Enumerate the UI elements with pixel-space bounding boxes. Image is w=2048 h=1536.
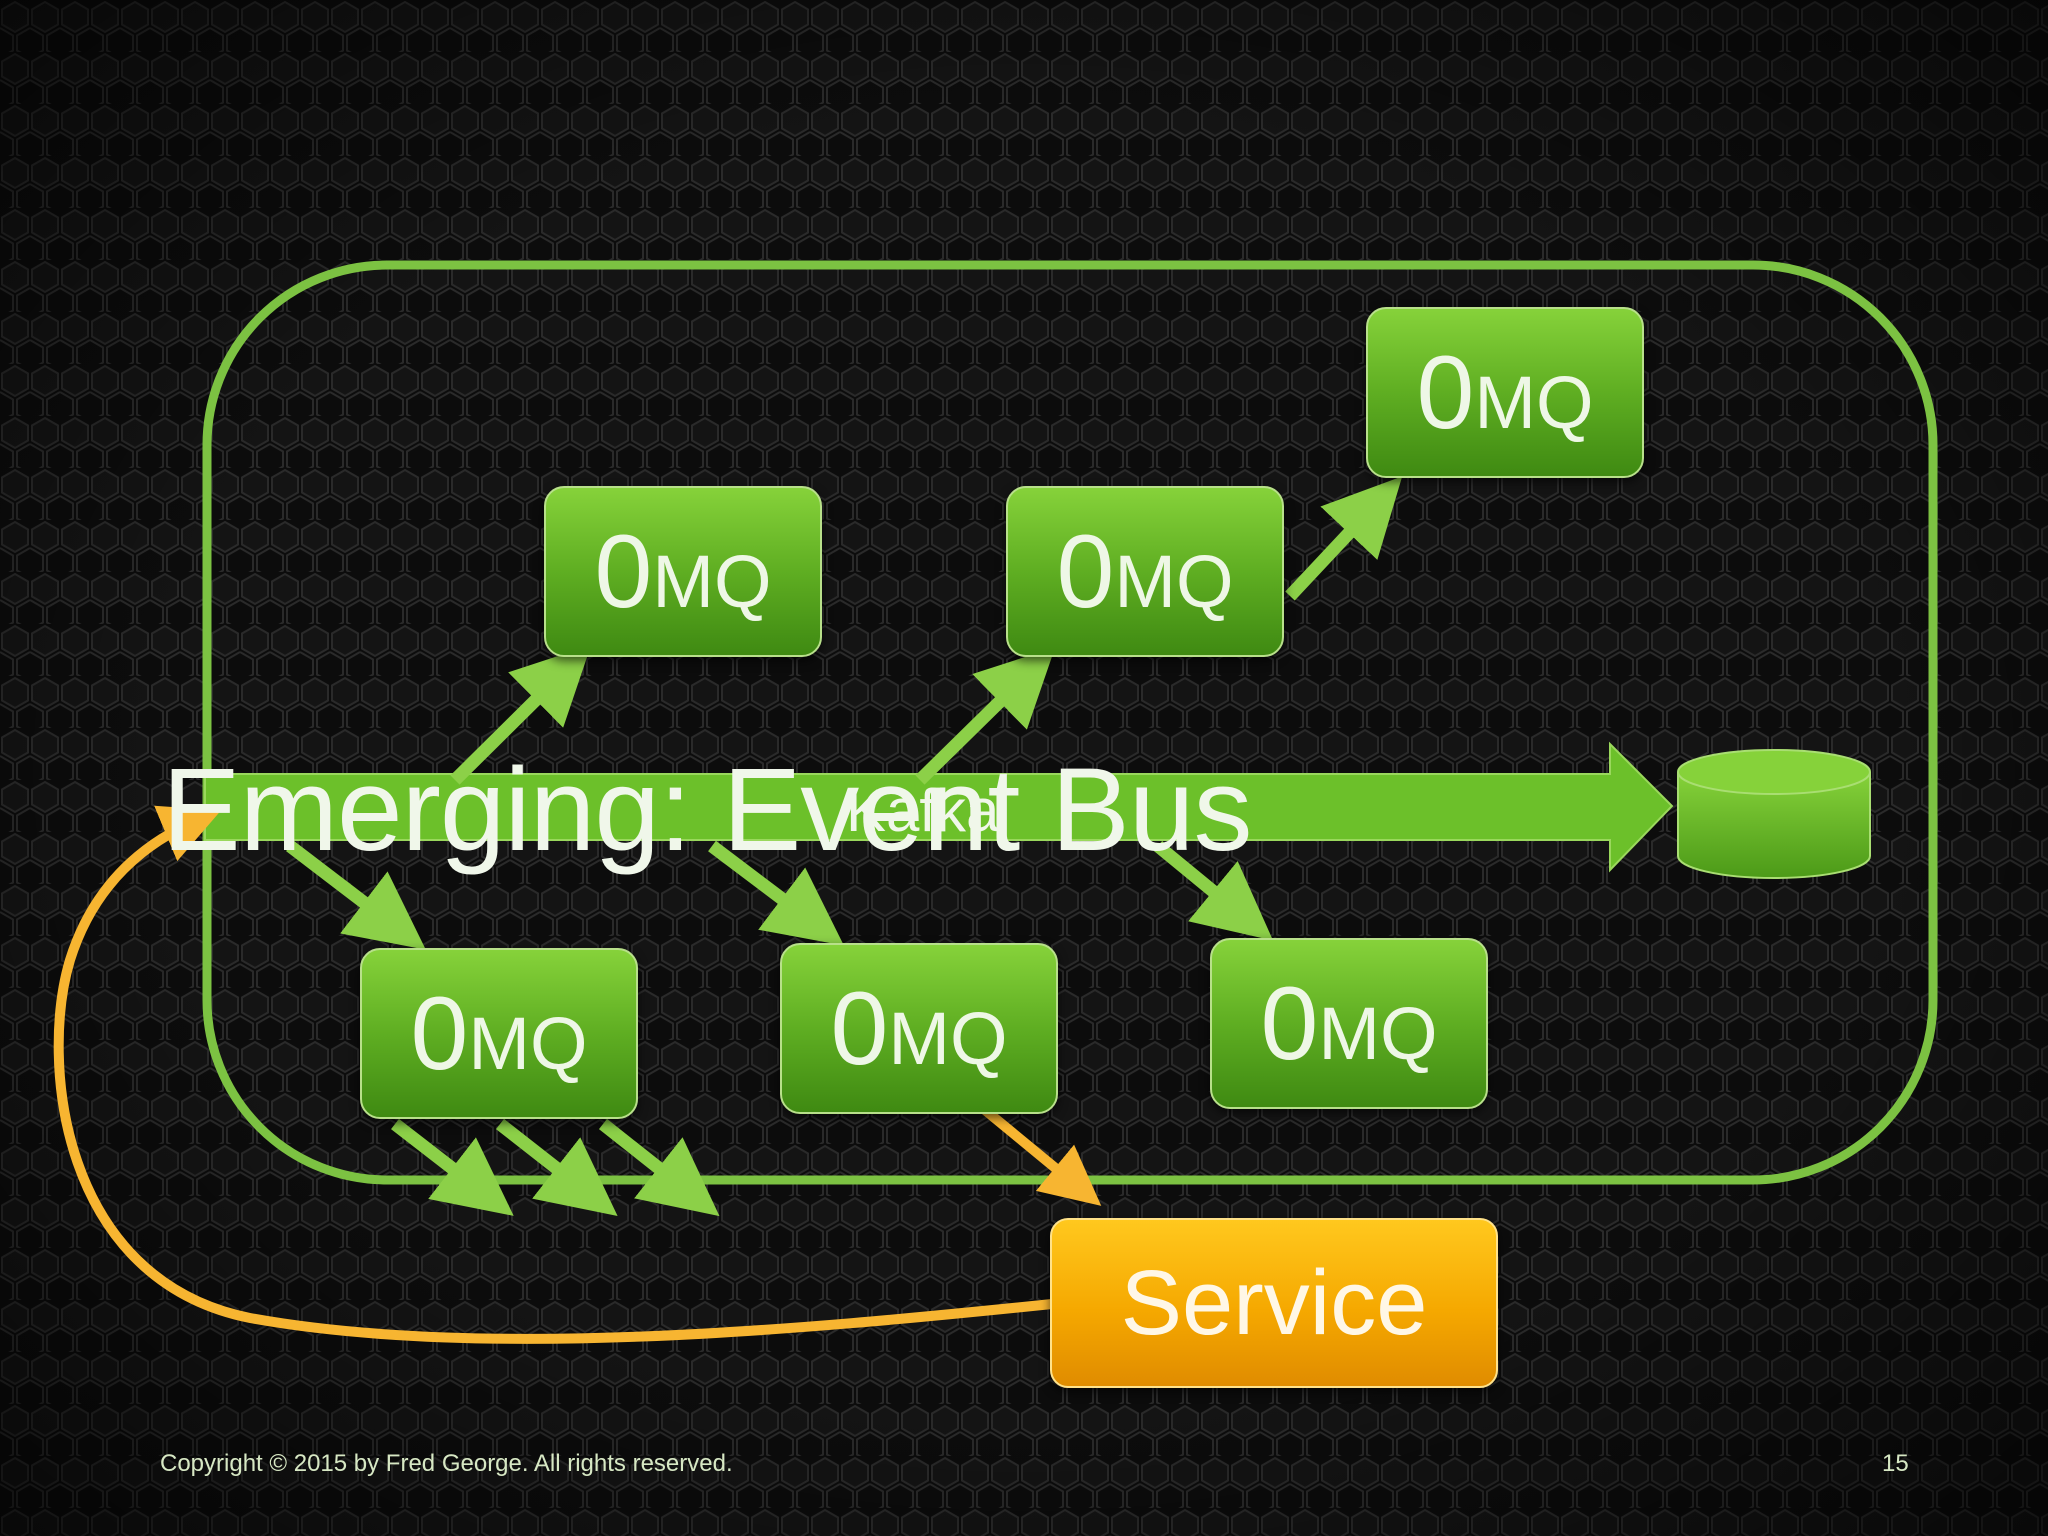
node-label-mq: MQ bbox=[1114, 539, 1234, 623]
arrow-bus-to-bottom-right-node bbox=[1153, 840, 1274, 941]
node-label-mq: MQ bbox=[652, 539, 772, 623]
node-label-zero: 0 bbox=[830, 970, 889, 1087]
event-bus-arrow bbox=[204, 741, 1674, 873]
node-label-mq: MQ bbox=[1474, 360, 1594, 444]
database-icon bbox=[1677, 749, 1871, 879]
arrow-fanout-1 bbox=[391, 1118, 514, 1216]
service-box: Service bbox=[1050, 1218, 1498, 1388]
bus-label: Kafka bbox=[846, 777, 1000, 844]
arrow-service-back-to-bus bbox=[53, 805, 1053, 1344]
node-label-zero: 0 bbox=[410, 975, 469, 1092]
slide-title: Emerging: Event Bus bbox=[162, 744, 1252, 876]
node-label-mq: MQ bbox=[468, 1001, 588, 1085]
arrow-bus-to-bottom-mid-node bbox=[708, 840, 844, 946]
copyright-footer: Copyright © 2015 by Fred George. All rig… bbox=[160, 1450, 733, 1477]
node-label-zero: 0 bbox=[594, 513, 653, 630]
arrow-bus-to-top-left-node bbox=[450, 645, 592, 785]
node-label-zero: 0 bbox=[1416, 334, 1475, 451]
page-number: 15 bbox=[1882, 1450, 1909, 1477]
arrow-bus-to-top-mid-node bbox=[915, 647, 1056, 785]
arrow-fanout-2 bbox=[495, 1118, 618, 1217]
arrow-mid-node-to-top-right-node bbox=[1285, 476, 1403, 601]
arrow-bus-to-bottom-left-node bbox=[286, 840, 426, 950]
arrow-node-to-service bbox=[981, 1106, 1102, 1206]
node-label-mq: MQ bbox=[888, 996, 1008, 1080]
node-label-zero: 0 bbox=[1056, 513, 1115, 630]
arrow-fanout-3 bbox=[598, 1118, 720, 1217]
node-label-zero: 0 bbox=[1260, 965, 1319, 1082]
node-label-mq: MQ bbox=[1318, 991, 1438, 1075]
